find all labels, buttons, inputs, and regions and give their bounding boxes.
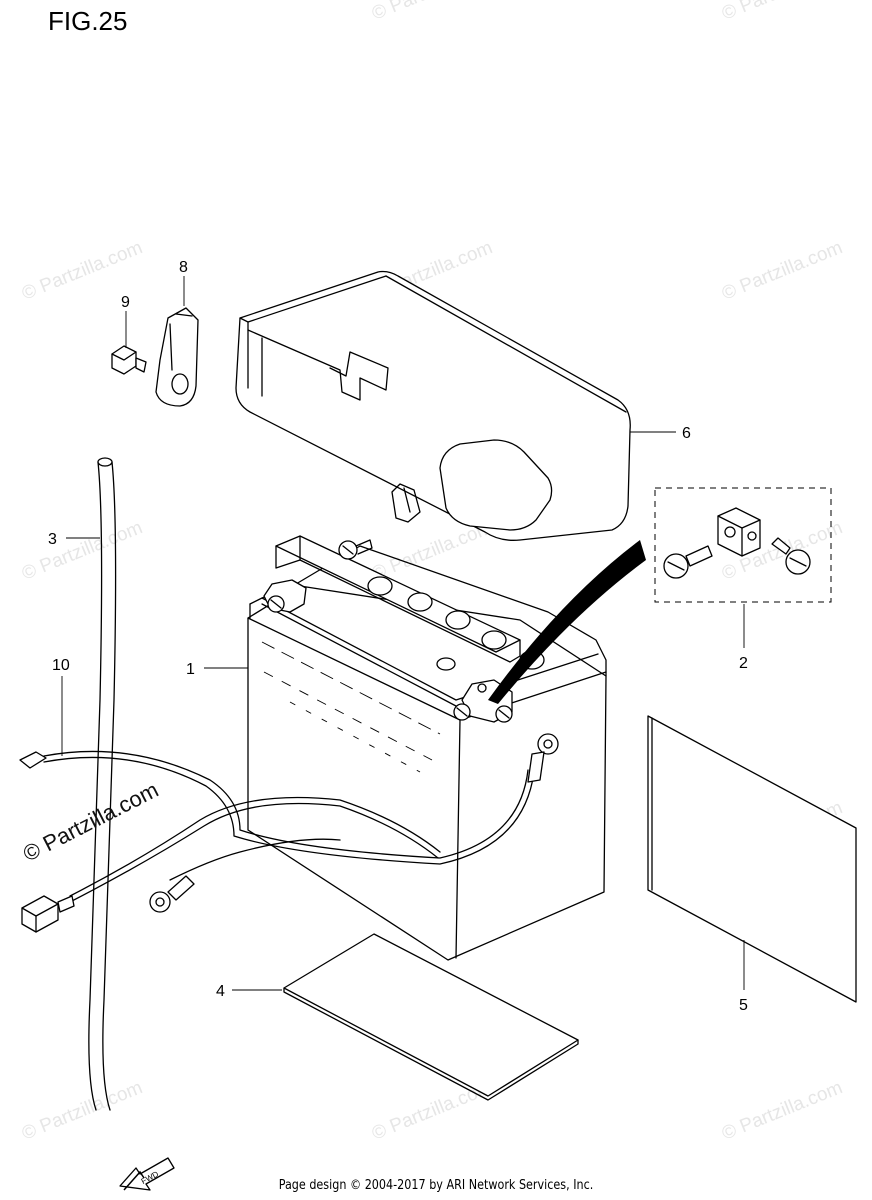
terminal-pointer	[488, 540, 646, 704]
figure-title: FIG.25	[48, 6, 128, 36]
battery-cover[interactable]	[235, 270, 631, 541]
callout-1: 1	[186, 661, 195, 678]
watermark: © Partzilla.com	[719, 237, 846, 304]
callout-9: 9	[121, 294, 130, 311]
callout-10: 10	[52, 657, 70, 674]
watermark: © Partzilla.com	[19, 517, 146, 584]
watermark: © Partzilla.com	[19, 1077, 146, 1144]
terminal-bolt-set[interactable]	[654, 487, 832, 603]
breather-hose[interactable]	[88, 457, 117, 1111]
top-screw[interactable]	[338, 539, 373, 560]
callout-4: 4	[216, 983, 225, 1000]
clamp[interactable]	[155, 307, 199, 407]
screw[interactable]	[111, 345, 147, 375]
watermark-main: © Partzilla.com	[19, 777, 162, 867]
callout-3: 3	[48, 531, 57, 548]
watermark: © Partzilla.com	[719, 0, 846, 25]
callout-6: 6	[682, 425, 691, 442]
footer-copyright: Page design © 2004-2017 by ARI Network S…	[278, 1178, 594, 1193]
watermark: © Partzilla.com	[369, 0, 496, 25]
callout-leaders	[61, 276, 745, 991]
warning-label[interactable]	[647, 715, 857, 1003]
cable[interactable]	[19, 733, 559, 933]
callout-2: 2	[739, 655, 748, 672]
callout-labels: 8 9 6 2 3 1 10 4 5	[48, 259, 748, 1014]
battery-pad[interactable]	[283, 933, 579, 1101]
callout-8: 8	[179, 259, 188, 276]
watermark: © Partzilla.com	[719, 1077, 846, 1144]
callout-5: 5	[739, 997, 748, 1014]
